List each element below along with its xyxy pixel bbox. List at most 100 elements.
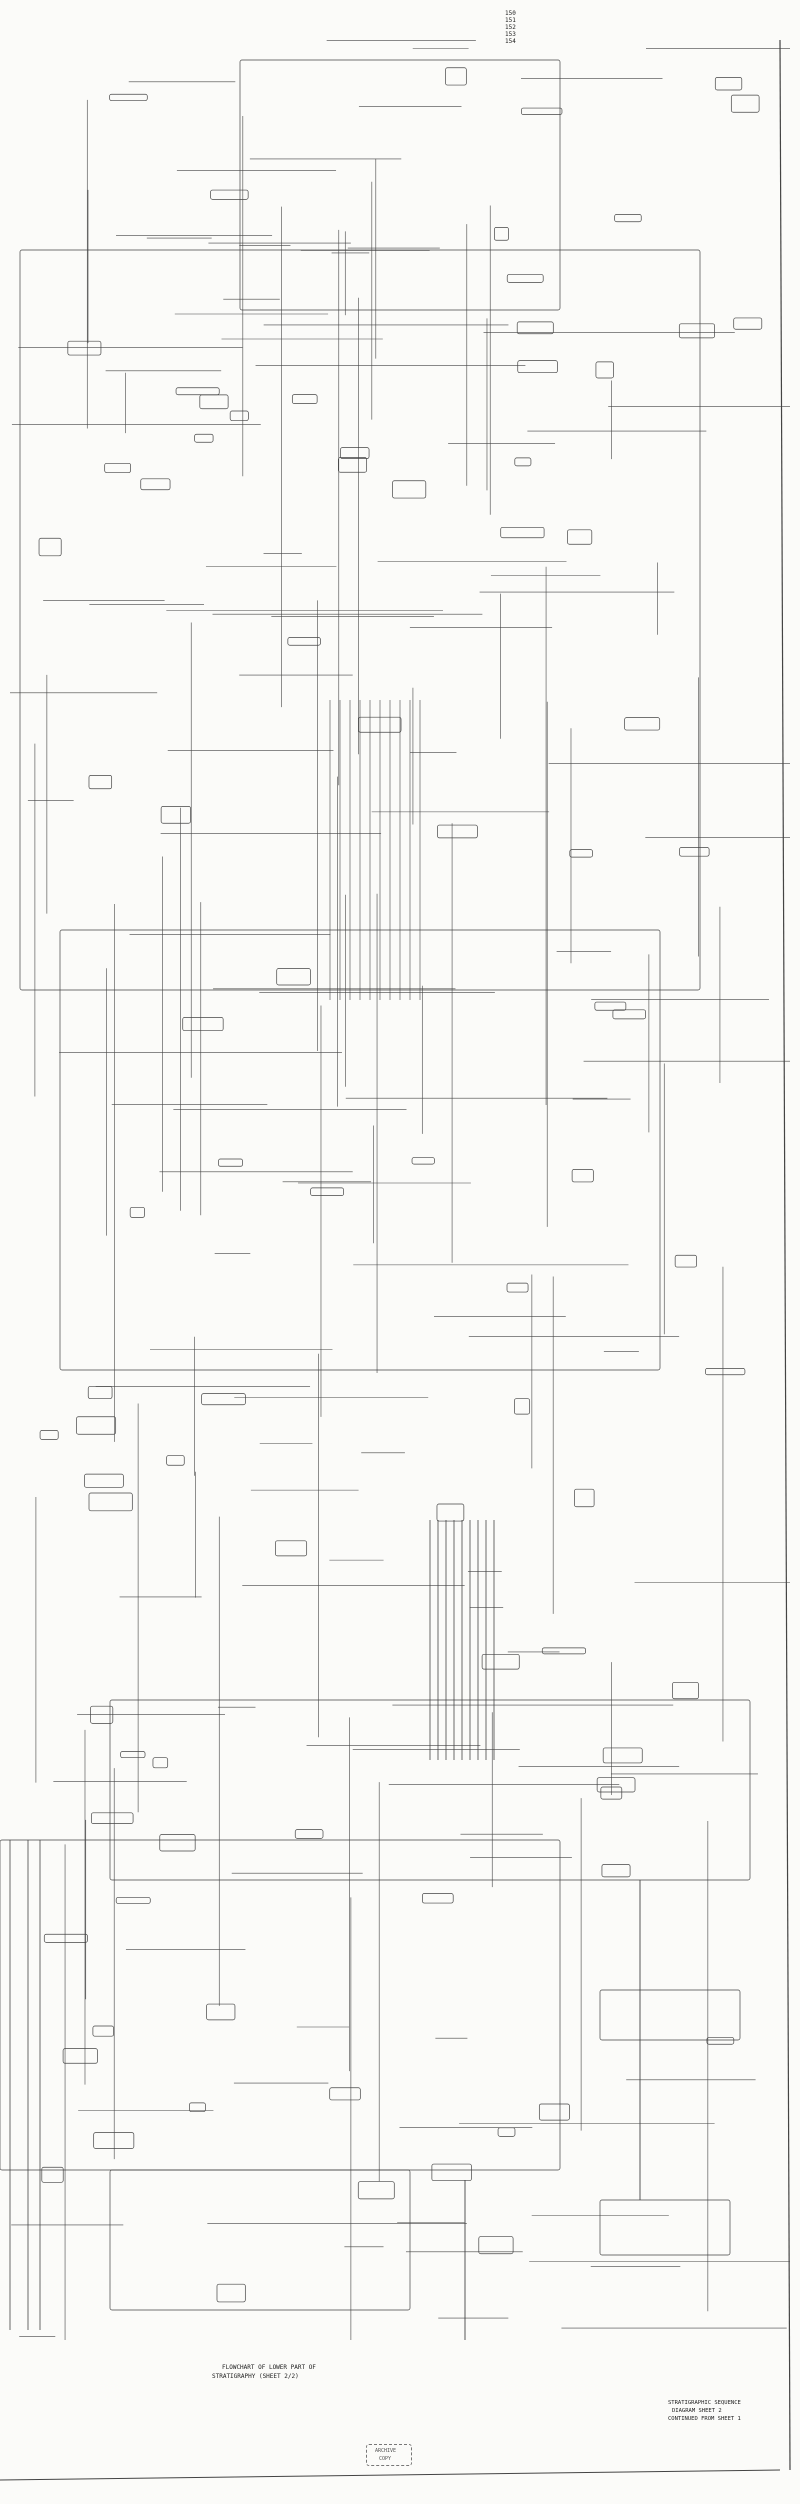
flow-node-box	[538, 2103, 570, 2121]
flow-node-box	[93, 2132, 135, 2149]
header-label-3: 152	[505, 24, 516, 31]
wire-segment	[779, 39, 791, 2471]
flow-node-box	[514, 457, 532, 467]
archive-stamp: ARCHIVE COPY	[366, 2444, 412, 2466]
flow-node-box	[624, 717, 661, 731]
title-block-line-1: STRATIGRAPHIC SEQUENCE	[668, 2400, 741, 2406]
flow-node-box	[199, 394, 229, 410]
flow-node-box	[730, 94, 760, 113]
flow-node-box	[422, 1893, 454, 1904]
flow-node-box	[62, 2048, 98, 2064]
flow-node-box	[182, 1017, 224, 1032]
flow-node-box	[338, 457, 368, 473]
title-block-line-2: DIAGRAM SHEET 2	[672, 2408, 722, 2414]
flow-node-box	[159, 1834, 196, 1852]
stamp-line-2: COPY	[379, 2456, 392, 2462]
flow-node-box	[84, 1473, 124, 1488]
flow-node-box	[672, 1681, 699, 1700]
flow-node-box	[596, 1777, 636, 1793]
flow-node-box	[239, 59, 561, 311]
flow-node-box	[76, 1416, 117, 1435]
flow-node-box	[705, 1368, 746, 1376]
flow-node-box	[92, 2025, 114, 2037]
flow-node-box	[229, 410, 249, 421]
flow-node-box	[431, 2163, 472, 2182]
flow-node-box	[601, 1864, 631, 1878]
flow-node-box	[678, 323, 715, 339]
flow-node-box	[90, 1812, 134, 1824]
flow-node-box	[152, 1757, 169, 1769]
flow-node-box	[216, 2283, 246, 2303]
flow-node-box	[521, 107, 563, 115]
title-block-line-3: CONTINUED FROM SHEET 1	[668, 2416, 741, 2422]
flow-node-box	[612, 1009, 646, 1020]
flow-node-box	[599, 1989, 741, 2041]
flow-node-box	[120, 1751, 146, 1759]
stamp-line-1: ARCHIVE	[375, 2448, 397, 2454]
flow-node-box	[340, 447, 370, 459]
flow-node-box	[516, 321, 554, 335]
flow-node-box	[602, 1747, 643, 1764]
flow-node-box	[175, 387, 220, 396]
header-label-2: 151	[505, 17, 516, 24]
flow-node-box	[90, 1705, 114, 1724]
flow-node-box	[494, 227, 509, 241]
flow-node-box	[88, 1492, 133, 1512]
flow-node-box	[39, 1430, 59, 1440]
flow-node-box	[599, 2199, 731, 2256]
flow-node-box	[140, 478, 171, 491]
flow-node-box	[445, 67, 467, 86]
header-label-4: 153	[505, 31, 516, 38]
flow-node-box	[614, 214, 642, 223]
flow-node-box	[567, 529, 593, 545]
flow-node-box	[541, 1647, 586, 1655]
header-label-1: 150	[505, 10, 516, 17]
flow-node-box	[594, 1001, 627, 1011]
flow-node-box	[276, 968, 311, 986]
flow-node-box	[294, 1829, 324, 1839]
flow-node-box	[506, 1282, 529, 1293]
flow-node-box	[595, 361, 614, 379]
flow-node-box	[569, 849, 593, 858]
flow-node-box	[189, 2102, 206, 2112]
flow-node-box	[206, 2003, 236, 2021]
caption-line-2: STRATIGRAPHY (SHEET 2/2)	[212, 2373, 299, 2380]
flow-node-box	[514, 1398, 531, 1415]
flow-node-box	[41, 2166, 64, 2183]
flow-node-box	[517, 360, 558, 374]
flow-node-box	[218, 1158, 243, 1167]
flow-node-box	[115, 1897, 151, 1904]
flow-node-box	[357, 2181, 395, 2200]
flow-node-box	[109, 93, 148, 101]
flow-node-box	[104, 462, 131, 473]
flow-node-box	[411, 1157, 435, 1165]
flow-node-box	[287, 637, 321, 646]
flow-node-box	[109, 2169, 411, 2311]
flow-node-box	[706, 2037, 735, 2045]
flow-node-box	[714, 77, 743, 91]
flow-node-box	[160, 806, 191, 824]
flow-node-box	[571, 1169, 594, 1183]
flow-node-box	[600, 1786, 623, 1800]
flow-node-box	[437, 824, 478, 839]
flow-node-box	[674, 1254, 697, 1268]
header-label-5: 154	[505, 38, 516, 45]
flow-node-box	[679, 847, 710, 857]
flow-node-box	[194, 433, 214, 443]
flow-node-box	[88, 774, 113, 790]
flow-node-box	[129, 1206, 145, 1218]
flow-node-box	[201, 1393, 246, 1406]
flow-node-box	[392, 480, 427, 499]
flow-node-box	[87, 1386, 113, 1399]
wire-segment	[0, 2469, 781, 2481]
flow-node-box	[574, 1488, 595, 1508]
flow-node-box	[500, 526, 545, 539]
flow-node-box	[436, 1503, 465, 1522]
flow-node-box	[43, 1933, 88, 1943]
flow-node-box	[275, 1540, 308, 1557]
flow-node-box	[0, 1839, 561, 2171]
caption-line-1: FLOWCHART OF LOWER PART OF	[222, 2364, 316, 2371]
flow-node-box	[329, 2087, 361, 2101]
